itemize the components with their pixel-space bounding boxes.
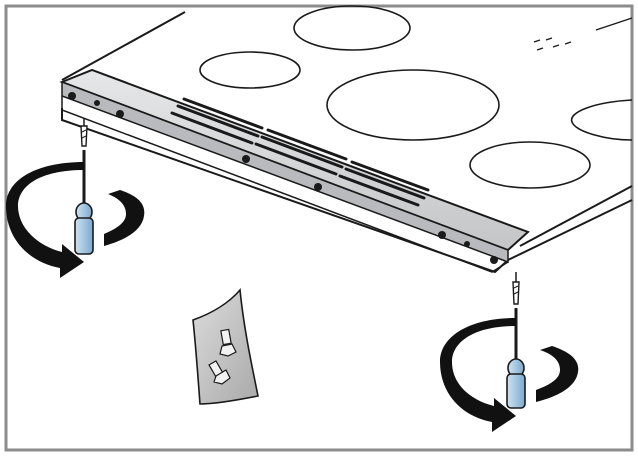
- bolt-in-bag: [208, 328, 237, 385]
- vented-trim-strip: [59, 68, 530, 273]
- screw-bag-icon: [192, 288, 259, 405]
- cooktop-surface: [61, 11, 633, 261]
- cooking-zone-outline: [326, 69, 500, 141]
- control-marks: [533, 17, 633, 51]
- fixing-points: [68, 92, 498, 264]
- screw-icon: [80, 118, 88, 147]
- clockwise-rotation-arrow: [6, 162, 145, 278]
- clockwise-rotation-arrow: [440, 318, 579, 432]
- screwdriver-icon: [506, 308, 526, 409]
- cooking-zone-outline: [570, 99, 633, 141]
- cooking-zones: [199, 5, 633, 189]
- cooking-zone-outline: [469, 141, 591, 189]
- screwdriver-icon: [74, 150, 94, 255]
- vent-slots: [170, 97, 430, 207]
- cooking-zone-outline: [199, 51, 301, 89]
- cooking-zone-outline: [293, 5, 411, 51]
- screw-icon: [512, 272, 520, 305]
